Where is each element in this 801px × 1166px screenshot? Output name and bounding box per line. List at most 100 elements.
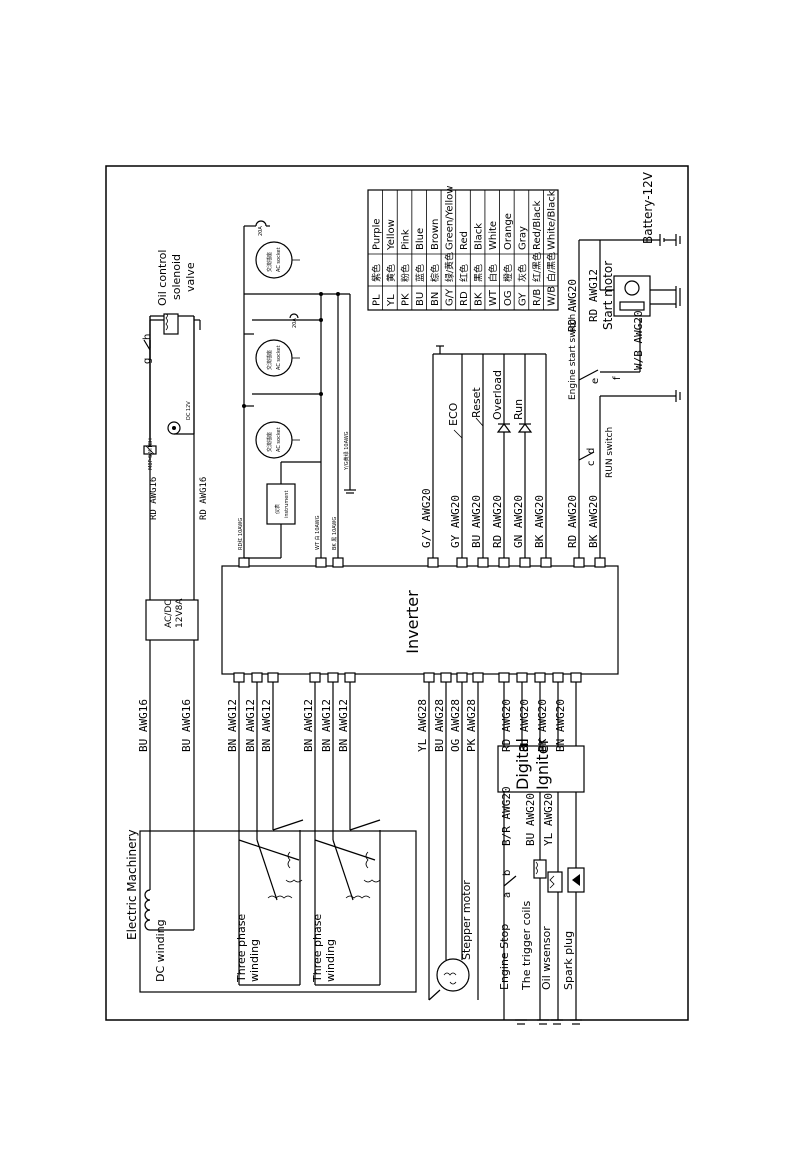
color-cn: 蓝色 xyxy=(414,264,426,282)
color-cn: 绿/黄色 xyxy=(443,252,455,282)
color-code: PK xyxy=(401,293,412,306)
bottom-inputs xyxy=(503,859,585,1025)
color-code: GY xyxy=(517,292,528,306)
color-code: BK xyxy=(474,292,485,306)
wire-gy-awg20-g: G/Y AWG20 xyxy=(420,488,433,548)
engine-stop-label: Engine Stop xyxy=(498,924,511,990)
wire-br-awg20: B/R AWG20 xyxy=(500,786,513,846)
igniter-line1: Digital xyxy=(513,738,532,790)
igniter-line2: Igniter xyxy=(533,737,552,790)
trigger-coils-label: The trigger coils xyxy=(520,901,533,991)
color-code: PL xyxy=(371,294,382,306)
engine-stop-b: b xyxy=(502,870,513,876)
oil-valve-line1: Oil control xyxy=(156,250,169,306)
electric-machinery-box xyxy=(139,830,417,993)
color-cn: 紫色 xyxy=(370,264,382,282)
color-cn: 橙色 xyxy=(502,264,514,282)
wire-pk-awg28: PK AWG28 xyxy=(465,699,478,752)
ground-yg xyxy=(344,480,356,494)
oil-solenoid-valve xyxy=(143,313,179,360)
right-signal-wires xyxy=(432,345,547,558)
color-code: RD xyxy=(459,291,470,306)
start-switch-e: e xyxy=(590,378,601,384)
wire-rd-awg20-top: RD AWG20 xyxy=(566,279,579,332)
wire-bk-awg20: BK AWG20 xyxy=(533,495,546,548)
digital-igniter xyxy=(497,682,585,1020)
color-cn: 粉色 xyxy=(400,264,412,282)
ac-socket-3 xyxy=(255,241,300,279)
color-cn: 白色 xyxy=(487,264,499,282)
socket-2-cn: 交流插座 xyxy=(266,350,273,370)
spark-plug-label: Spark plug xyxy=(562,931,575,990)
color-en: Green/Yellow xyxy=(444,186,455,250)
wire-bn-6: BN AWG12 xyxy=(337,699,350,752)
wire-rd-awg20-ign: RD AWG20 xyxy=(500,699,513,752)
color-en: Red xyxy=(459,231,470,250)
color-code: R/B xyxy=(532,289,543,306)
stepper-motor-label: Stepper motor xyxy=(460,880,473,960)
color-code: WT xyxy=(488,289,499,306)
ac-socket-2 xyxy=(255,313,300,377)
color-cn: 红色 xyxy=(458,264,470,282)
wire-bu-awg16-b: BU AWG16 xyxy=(180,699,193,752)
wire-bk-black-10: BK 黑 10AWG xyxy=(332,517,338,550)
color-cn: 红/黑色 xyxy=(531,252,543,282)
wire-wb-awg20: W/B AWG20 xyxy=(632,310,645,370)
fuse-switch-label: M8P SWITCH xyxy=(148,438,154,470)
wire-rd-awg16-b: RD AWG16 xyxy=(199,477,209,520)
color-en: Orange xyxy=(503,213,514,250)
color-code: YL xyxy=(386,294,397,307)
three-phase-winding-1 xyxy=(238,682,304,986)
socket-1-en: AC socket xyxy=(276,427,282,452)
run-switch-d: d xyxy=(586,448,597,454)
wire-bu-awg28: BU AWG28 xyxy=(433,699,446,752)
run-switch-c: c xyxy=(586,461,597,467)
wire-gn-awg20: GN AWG20 xyxy=(512,495,525,548)
color-code: W/B xyxy=(547,286,558,306)
ac-socket-1 xyxy=(255,421,300,459)
diagram-border xyxy=(105,165,689,1021)
socket-3-cn: 交流插座 xyxy=(266,252,273,272)
wire-gy-awg20: GY AWG20 xyxy=(449,495,462,548)
color-code: BN xyxy=(430,292,441,306)
three-phase-1-label: Three phase xyxy=(235,914,248,983)
instrument-en: instrument xyxy=(284,491,290,518)
label-reset: Reset xyxy=(470,387,483,418)
color-cn: 黑色 xyxy=(473,264,485,282)
wire-bu-awg16-a: BU AWG16 xyxy=(137,699,150,752)
start-motor-label: Start motor xyxy=(601,261,615,330)
color-cn: 黄色 xyxy=(385,264,397,282)
label-overload: Overload xyxy=(491,370,504,420)
socket-2-fuse: 20A xyxy=(292,318,298,328)
instrument-cn: 仪表 xyxy=(274,504,281,514)
engine-start-switch-label: Engine start switch xyxy=(568,314,578,400)
color-en: Purple xyxy=(371,218,382,250)
inverter-box xyxy=(221,565,619,675)
engine-stop-a: a xyxy=(502,892,513,898)
three-phase-2-label: Three phase xyxy=(311,914,324,983)
color-cn: 灰色 xyxy=(516,264,528,282)
instrument-box xyxy=(266,483,296,525)
color-en: Black xyxy=(474,223,485,250)
winding-2-label: winding xyxy=(324,939,337,982)
label-run: Run xyxy=(512,399,525,420)
wire-bn-1: BN AWG12 xyxy=(226,699,239,752)
socket-2-en: AC socket xyxy=(276,345,282,370)
wire-yg-10: Y/G黄绿 10AWG xyxy=(343,431,350,471)
wire-bk-awg20-ign: BK AWG20 xyxy=(536,699,549,752)
stepper-motor xyxy=(428,682,479,1001)
wire-yl-awg28: YL AWG28 xyxy=(416,699,429,752)
color-table-frame xyxy=(367,189,559,311)
color-en: Pink xyxy=(401,229,412,250)
wire-rd-awg16-a: RD AWG16 xyxy=(149,477,159,520)
start-switch-f: f xyxy=(612,376,623,380)
socket-1-cn: 交流插座 xyxy=(266,432,273,452)
wire-yl-awg20: YL AWG20 xyxy=(542,793,555,846)
color-cn: 棕色 xyxy=(429,264,441,282)
wire-rd-awg12: RD AWG12 xyxy=(587,269,600,322)
color-en: White/Black xyxy=(547,190,558,250)
switch-g: g xyxy=(142,358,153,364)
ac-mains-wiring xyxy=(242,220,351,559)
color-code: G/Y xyxy=(444,288,455,306)
